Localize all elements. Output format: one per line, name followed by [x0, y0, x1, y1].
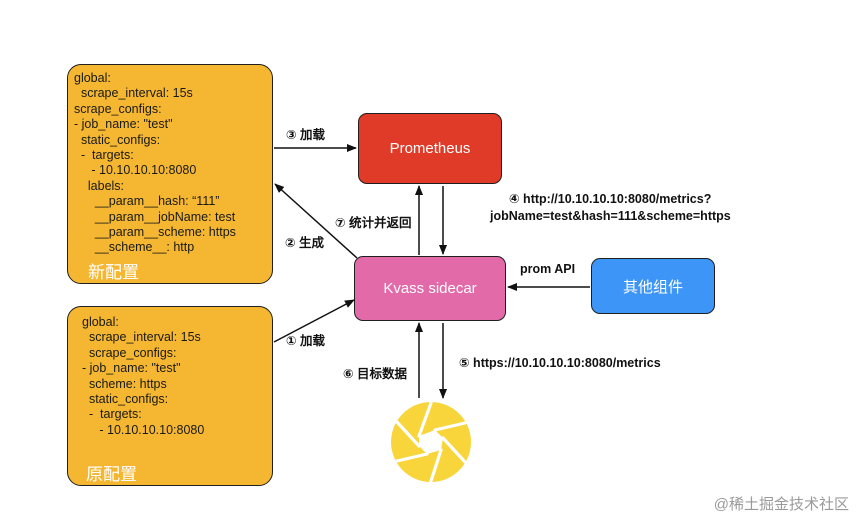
label-url-5: ⑤ https://10.10.10.10:8080/metrics [459, 356, 661, 370]
shutter-icon [391, 401, 471, 483]
label-generate-2: ② 生成 [285, 236, 325, 250]
new-config-title: 新配置 [88, 263, 139, 282]
prometheus-node: Prometheus [358, 113, 502, 184]
label-url-4-line2: jobName=test&hash=111&scheme=https [490, 209, 731, 223]
label-load-3: ③ 加载 [286, 128, 326, 142]
original-config-code: global: scrape_interval: 15s scrape_conf… [82, 315, 205, 437]
prometheus-label: Prometheus [389, 140, 471, 157]
kvass-sidecar-node: Kvass sidecar [354, 256, 506, 321]
new-config-code: global: scrape_interval: 15s scrape_conf… [74, 71, 236, 255]
other-components-label: 其他组件 [622, 278, 683, 296]
label-url-4-line1: ④ http://10.10.10.10:8080/metrics? [509, 192, 712, 206]
original-config-title: 原配置 [86, 465, 137, 484]
arrow-generate-new-config [274, 183, 358, 259]
original-config-box: global: scrape_interval: 15s scrape_conf… [67, 306, 273, 486]
label-prom-api: prom API [520, 262, 576, 276]
label-load-1: ① 加载 [286, 334, 326, 348]
new-config-box: global: scrape_interval: 15s scrape_conf… [67, 64, 273, 284]
watermark: @稀土掘金技术社区 [713, 496, 849, 513]
label-stat-return-7: ⑦ 统计并返回 [335, 216, 412, 230]
label-target-data-6: ⑥ 目标数据 [343, 367, 408, 381]
kvass-sidecar-label: Kvass sidecar [383, 280, 477, 297]
arrow-load-original-config [273, 299, 355, 343]
other-components-node: 其他组件 [591, 258, 715, 314]
